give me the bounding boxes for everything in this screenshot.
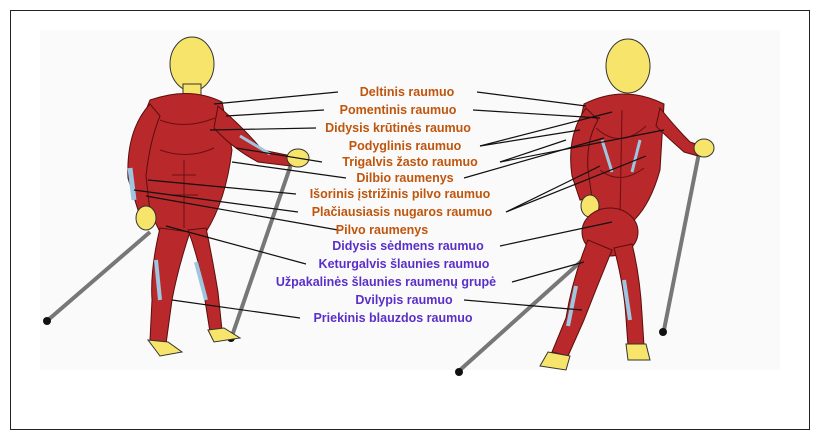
label-trigalvis: Trigalvis žasto raumuo	[342, 155, 478, 169]
label-pilvo: Pilvo raumenys	[336, 223, 428, 237]
label-podyglinis: Podyglinis raumuo	[349, 139, 462, 153]
label-didysis-sedmens: Didysis sėdmens raumuo	[332, 239, 484, 253]
label-didysis-krutines: Didysis krūtinės raumuo	[325, 121, 471, 135]
label-deltinis: Deltinis raumuo	[360, 85, 455, 99]
label-priekinis-blauzdos: Priekinis blauzdos raumuo	[313, 311, 472, 325]
label-isorinis: Išorinis įstrižinis pilvo raumuo	[310, 187, 491, 201]
label-pomentinis: Pomentinis raumuo	[340, 103, 457, 117]
label-dvilypis: Dvilypis raumuo	[355, 293, 453, 307]
label-uzpakalines: Užpakalinės šlaunies raumenų grupė	[276, 275, 496, 289]
label-placiausiasis: Plačiausiasis nugaros raumuo	[312, 205, 493, 219]
label-dilbio: Dilbio raumenys	[356, 171, 453, 185]
label-keturgalvis: Keturgalvis šlaunies raumuo	[319, 257, 490, 271]
